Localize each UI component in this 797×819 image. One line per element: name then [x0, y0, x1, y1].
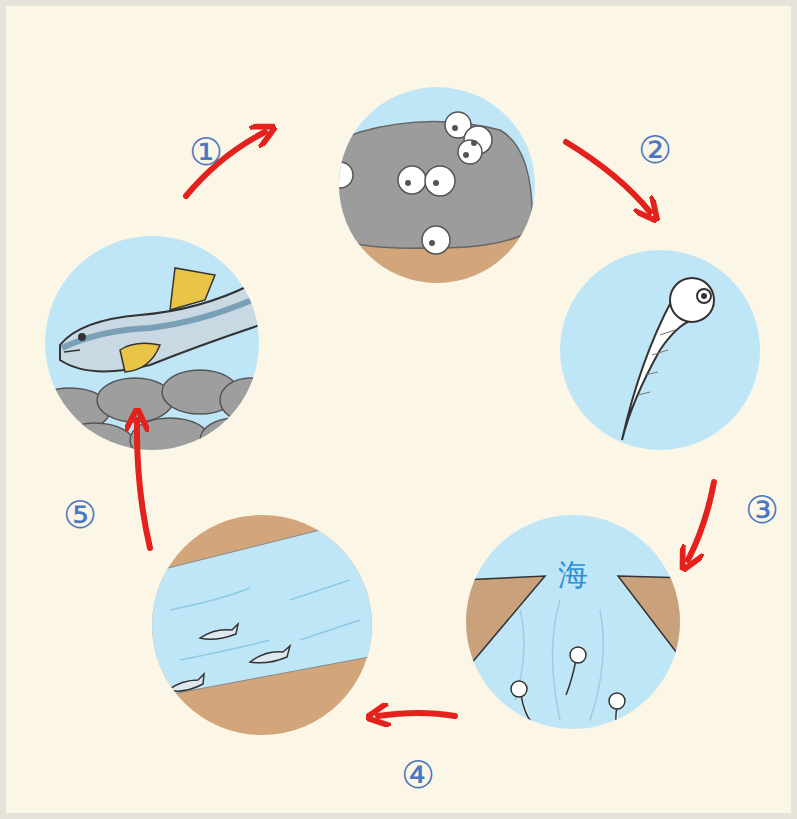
place-label: 海 — [558, 560, 588, 590]
step-number: ⑤ — [63, 496, 97, 534]
cycle-arrow — [137, 132, 714, 716]
step-number: ③ — [745, 491, 779, 529]
adult-scene — [30, 230, 280, 467]
step-number: ④ — [401, 756, 435, 794]
river-scene — [140, 513, 380, 738]
step-number: ② — [638, 131, 672, 169]
egg-scene — [306, 80, 550, 290]
step-number: ① — [189, 133, 223, 171]
sea-circle: 海 — [466, 515, 680, 729]
frame — [3, 3, 794, 816]
sea-scene — [460, 512, 690, 735]
larva-scene — [555, 245, 765, 455]
